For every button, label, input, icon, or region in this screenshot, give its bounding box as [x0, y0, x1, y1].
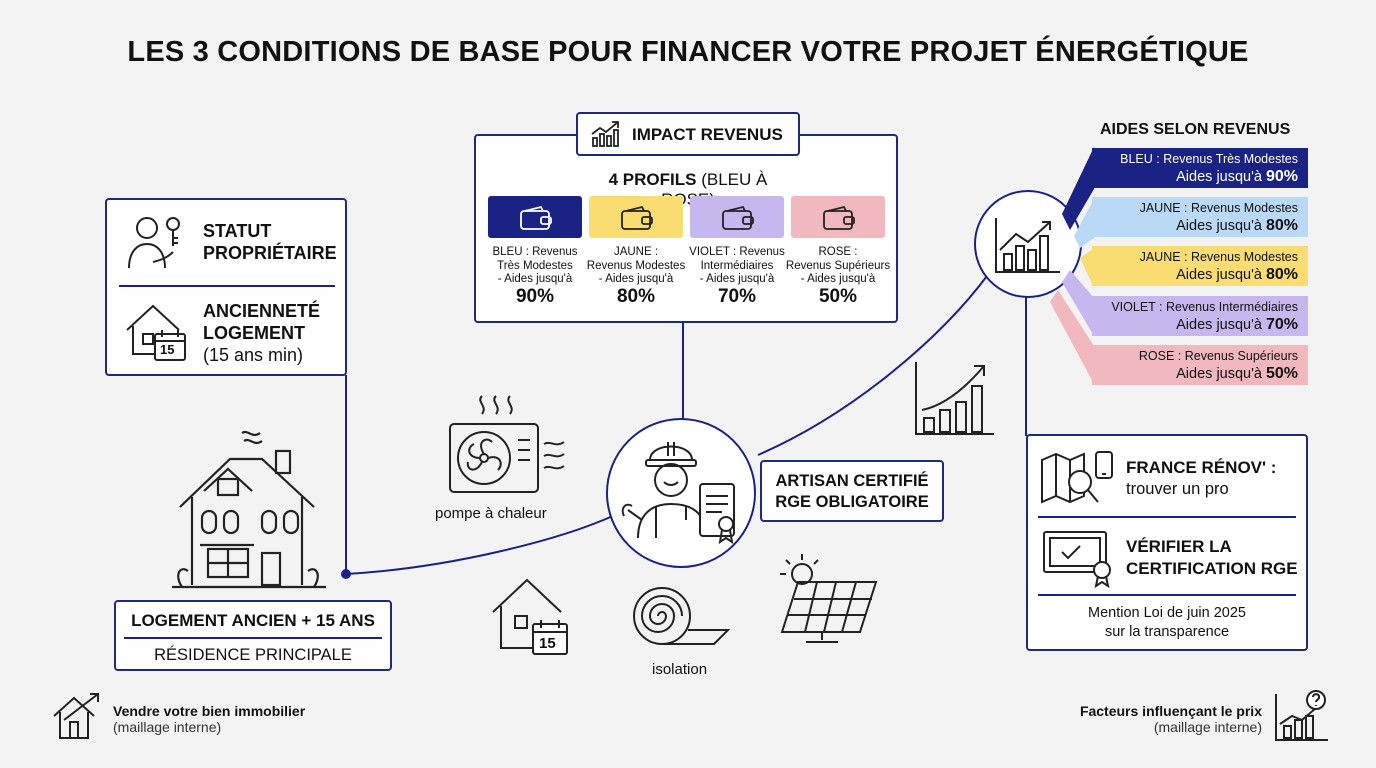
profile-text-jaune: JAUNE :Revenus Modestes- Aides jusqu'à	[586, 246, 686, 285]
price-question-chart-icon	[1272, 688, 1330, 744]
artisan-line1: ARTISAN CERTIFIÉ	[775, 472, 929, 490]
aid-bar-jaune-1: JAUNE : Revenus Modestes Aides jusqu'à 8…	[1092, 197, 1308, 237]
france-renov-box: FRANCE RÉNOV' : trouver un pro VÉRIFIER …	[1026, 434, 1308, 651]
footer-left-link[interactable]: Vendre votre bien immobilier	[113, 703, 306, 719]
certificate-icon	[1042, 528, 1118, 588]
profile-pct-rose: 50%	[818, 286, 858, 307]
profile-card-rose	[791, 196, 885, 238]
page-title: LES 3 CONDITIONS DE BASE POUR FINANCER V…	[127, 36, 1249, 68]
wallet-icon	[520, 205, 552, 230]
divider	[1038, 516, 1296, 518]
house-growth-icon	[50, 690, 106, 742]
house-calendar-renovation-icon	[489, 572, 571, 658]
impact-revenus-header: IMPACT REVENUS	[576, 112, 800, 156]
wallet-icon	[722, 205, 754, 230]
profile-pct-violet: 70%	[717, 286, 757, 307]
mention-line1: Mention Loi de juin 2025	[1087, 605, 1246, 621]
verify-line1: VÉRIFIER LA	[1126, 537, 1232, 556]
income-chart-icon	[995, 218, 1060, 273]
artisan-circle	[606, 418, 756, 568]
footer-left-note: (maillage interne)	[113, 719, 222, 735]
calendar-number: 15	[160, 342, 175, 357]
owner-conditions-box: STATUT PROPRIÉTAIRE 15 ANCIENNETÉ LOGEME…	[105, 198, 347, 376]
owner-key-icon	[123, 212, 189, 272]
france-renov-subtitle: trouver un pro	[1126, 480, 1229, 498]
insulation-roll-icon	[632, 582, 732, 652]
heat-pump-icon	[446, 392, 570, 496]
status-line2: PROPRIÉTAIRE	[203, 243, 337, 263]
aid-bar-bleu: BLEU : Revenus Très Modestes Aides jusqu…	[1092, 148, 1308, 188]
house-title: LOGEMENT ANCIEN + 15 ANS	[131, 611, 375, 630]
calendar-number-small: 15	[539, 635, 556, 652]
footer-right-link[interactable]: Facteurs influençant le prix	[1079, 703, 1262, 719]
artisan-worker-icon	[621, 442, 735, 545]
heat-pump-label: pompe à chaleur	[435, 505, 547, 522]
house-calendar-icon	[123, 300, 189, 362]
aid-bar-jaune-2: JAUNE : Revenus Modestes Aides jusqu'à 8…	[1092, 246, 1308, 286]
income-chart-circle	[974, 190, 1082, 298]
status-line1: STATUT	[203, 221, 272, 241]
house-subtitle: RÉSIDENCE PRINCIPALE	[154, 646, 352, 664]
map-search-icon	[1040, 450, 1116, 510]
profiles-count: 4 PROFILS	[608, 170, 697, 189]
divider	[119, 285, 335, 287]
growth-chart-icon	[590, 120, 622, 148]
profile-card-bleu	[488, 196, 582, 238]
house-condition-box: LOGEMENT ANCIEN + 15 ANS RÉSIDENCE PRINC…	[114, 600, 392, 671]
old-house-icon	[170, 425, 330, 593]
wallet-icon	[823, 205, 855, 230]
aid-bar-rose: ROSE : Revenus Supérieurs Aides jusqu'à …	[1092, 345, 1308, 385]
wallet-icon	[621, 205, 653, 230]
artisan-box: ARTISAN CERTIFIÉ RGE OBLIGATOIRE	[760, 460, 944, 522]
impact-header-text: IMPACT REVENUS	[632, 125, 783, 144]
seniority-line1: ANCIENNETÉ	[203, 301, 321, 321]
artisan-line2: RGE OBLIGATOIRE	[775, 493, 929, 511]
profile-pct-bleu: 90%	[515, 286, 555, 307]
france-renov-title: FRANCE RÉNOV' :	[1126, 458, 1277, 477]
divider	[1038, 594, 1296, 596]
solar-panel-icon	[776, 552, 882, 644]
growth-bars-icon	[912, 356, 996, 438]
aids-header: AIDES SELON REVENUS	[1100, 121, 1291, 138]
divider	[124, 637, 382, 639]
seniority-note: (15 ans min)	[203, 345, 304, 365]
verify-line2: CERTIFICATION RGE	[1126, 559, 1298, 578]
seniority-line2: LOGEMENT	[203, 323, 305, 343]
profile-pct-jaune: 80%	[616, 286, 656, 307]
profile-card-violet	[690, 196, 784, 238]
insulation-label: isolation	[652, 661, 708, 678]
aid-bar-violet: VIOLET : Revenus Intermédiaires Aides ju…	[1092, 296, 1308, 336]
profile-card-jaune	[589, 196, 683, 238]
profile-text-rose: ROSE :Revenus Supérieurs- Aides jusqu'à	[785, 246, 891, 285]
footer-right-note: (maillage interne)	[1153, 719, 1262, 735]
mention-line2: sur la transparence	[1104, 624, 1230, 640]
